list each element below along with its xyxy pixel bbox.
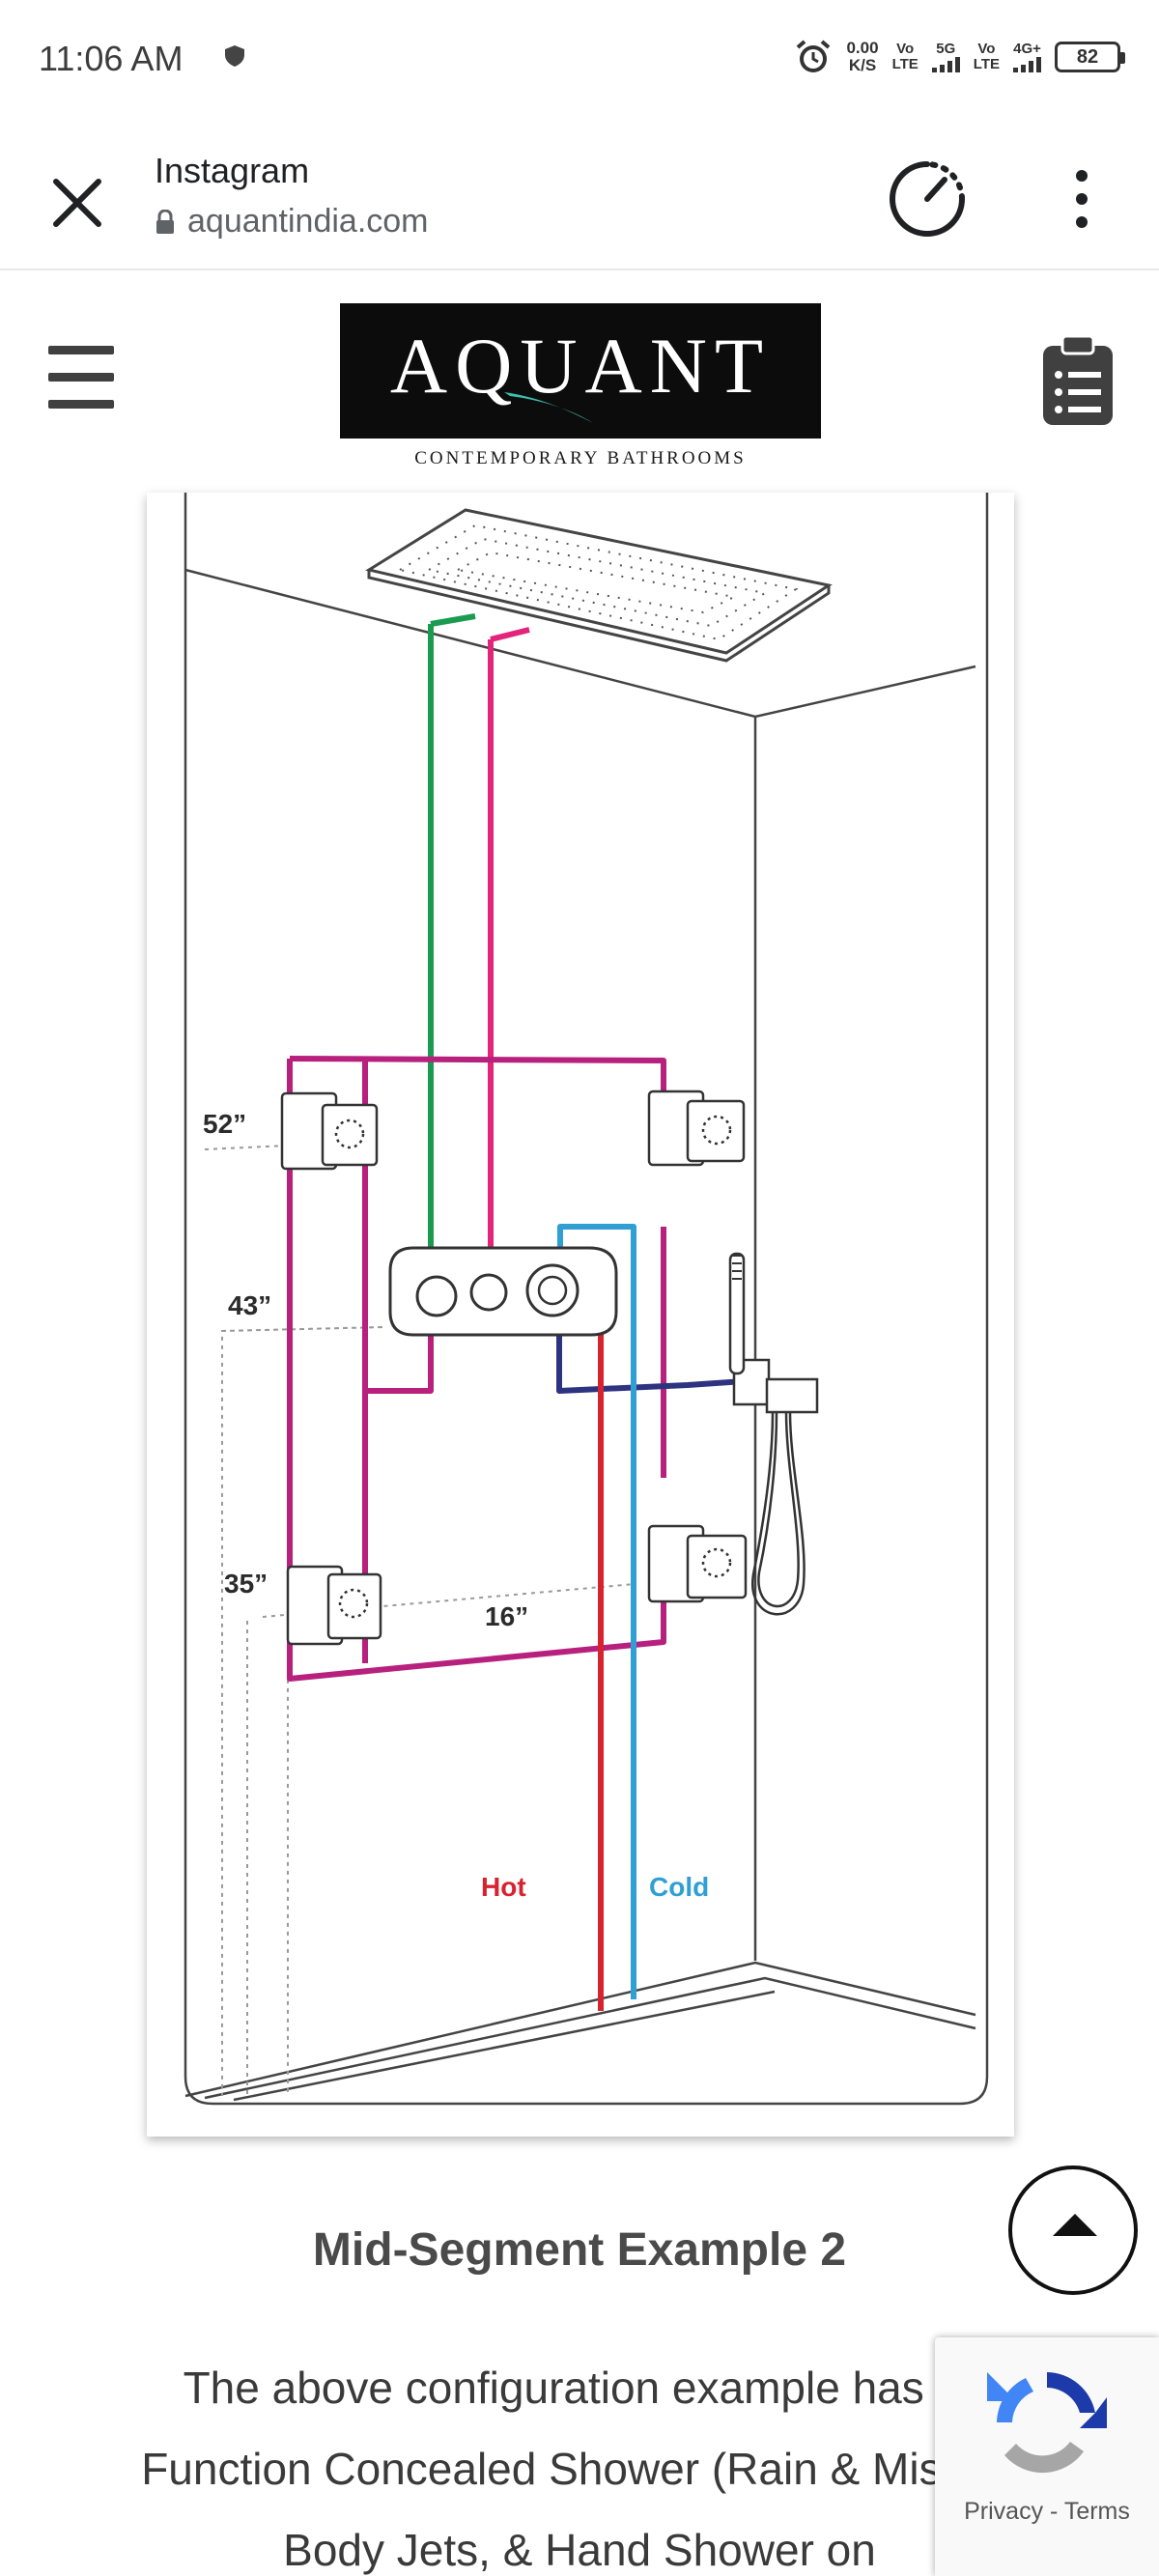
lock-icon (156, 209, 174, 234)
shield-icon (225, 45, 244, 67)
body-jet-top-right (647, 1090, 746, 1167)
more-options-icon[interactable] (1043, 160, 1120, 238)
status-bar: 11:06 AM 0.00 K/S Vo LTE 5G Vo LTE (0, 0, 1159, 116)
rain-shower-head (365, 508, 833, 663)
close-icon[interactable] (39, 164, 116, 241)
url-text: aquantindia.com (187, 203, 429, 240)
sim1-signal: 5G (931, 41, 960, 72)
recaptcha-icon (987, 2372, 1107, 2474)
menu-icon[interactable] (42, 340, 120, 417)
lite-mode-gauge-icon[interactable] (879, 151, 975, 247)
cold-water-label: Cold (649, 1872, 710, 1902)
sim2-tag-top: Vo (977, 41, 996, 57)
sim1-tag-top: Vo (896, 41, 915, 57)
body-jet-top-left (280, 1091, 379, 1171)
shower-configuration-diagram: 52” 43” 35” 16” Hot Cold (147, 493, 1014, 2137)
body-jet-bottom-right (647, 1524, 748, 1603)
sim2-volte-tag: Vo LTE (974, 42, 1000, 72)
alarm-icon (797, 40, 831, 72)
signal-bars-icon (1013, 57, 1041, 72)
recaptcha-badge[interactable]: Privacy - Terms (935, 2337, 1159, 2576)
network-speed-unit: K/S (848, 56, 877, 74)
sim2-tag-bottom: LTE (973, 56, 1000, 72)
sim1-volte-tag: Vo LTE (892, 42, 919, 72)
aquant-logo[interactable]: AQUANT (340, 303, 821, 439)
sim1-tag-bottom: LTE (891, 56, 919, 72)
description-text: The above configuration example has 2-Fu… (141, 2363, 1018, 2575)
logo-swoosh (504, 392, 593, 423)
sim2-network-type: 4G+ (1013, 41, 1041, 57)
url-row: aquantindia.com (155, 203, 429, 241)
diagram-drawing (184, 493, 989, 2106)
sim1-network-type: 5G (936, 41, 956, 57)
logo-text: AQUANT (389, 322, 772, 410)
tab-title: Instagram (155, 151, 310, 190)
section-title: Mid-Segment Example 2 (312, 2224, 847, 2276)
network-speed: 0.00 K/S (846, 40, 878, 74)
height-label-52: 52” (203, 1109, 247, 1139)
custom-tab-toolbar: Instagram aquantindia.com (0, 116, 1159, 270)
thermostatic-valve (388, 1246, 618, 1337)
hot-water-label: Hot (481, 1872, 526, 1902)
scroll-to-top-button[interactable] (1008, 2166, 1138, 2295)
network-speed-value: 0.00 (846, 39, 879, 57)
height-label-35: 35” (224, 1569, 269, 1599)
body-jet-bottom-left (286, 1565, 382, 1646)
site-header: AQUANT CONTEMPORARY BATHROOMS (0, 272, 1159, 495)
clipboard-list-icon[interactable] (1039, 334, 1117, 427)
recaptcha-privacy-terms[interactable]: Privacy - Terms (964, 2498, 1130, 2525)
height-label-43: 43” (228, 1290, 272, 1320)
signal-bars-icon (931, 57, 960, 72)
status-icons: 0.00 K/S Vo LTE 5G Vo LTE 4G+ 82 (794, 35, 1125, 79)
sim2-signal: 4G+ (1013, 42, 1041, 72)
hand-shower (728, 1252, 819, 1616)
status-time: 11:06 AM (39, 39, 184, 78)
logo-tagline: CONTEMPORARY BATHROOMS (414, 448, 747, 468)
width-label-16: 16” (485, 1601, 529, 1631)
battery-icon: 82 (1055, 42, 1125, 72)
